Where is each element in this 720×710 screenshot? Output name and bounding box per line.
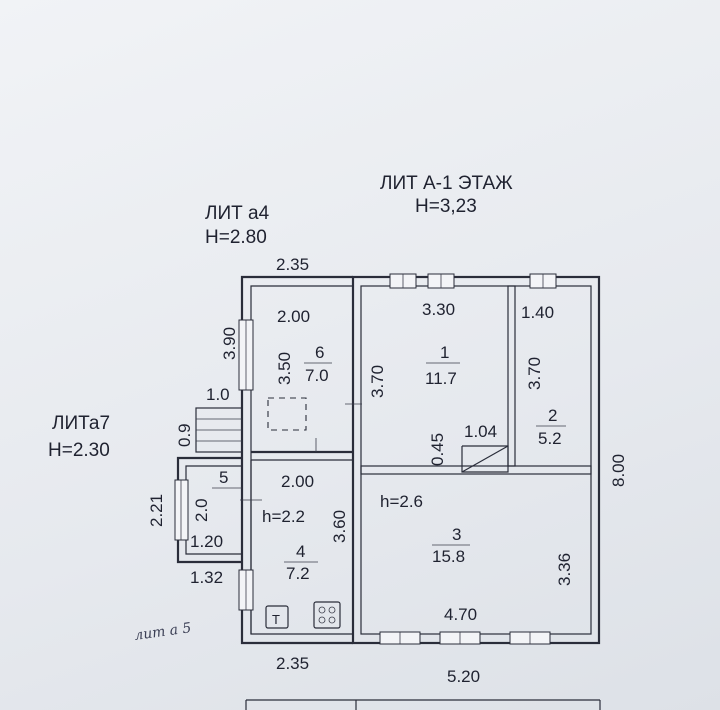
room-area: 11.7 [425, 369, 457, 388]
room3-ceiling-height: h=2.6 [380, 492, 423, 511]
room-1: 1 11.7 [425, 343, 460, 388]
dim-veranda-top: 2.35 [276, 255, 309, 274]
dim-veranda-side: 3.90 [220, 327, 239, 360]
lit-a-height: H=3,23 [415, 196, 477, 217]
dim-house-bottom: 5.20 [447, 667, 480, 686]
sink-icon: T [265, 605, 289, 629]
handwritten-note: лит а 5 [133, 620, 192, 644]
door-marks [240, 403, 362, 501]
interior-stair [461, 445, 509, 473]
room4-ceiling-height: h=2.2 [262, 507, 305, 526]
windows [174, 273, 557, 645]
room-2: 2 5.2 [536, 406, 566, 448]
room-area: 7.0 [305, 366, 329, 385]
dim-room1-height: 3.70 [368, 365, 387, 398]
lit-a7-height: H=2.30 [48, 440, 110, 461]
dim-veranda-bottom: 2.35 [276, 654, 309, 673]
table-fragment [245, 699, 601, 710]
room-number: 1 [440, 343, 449, 362]
room-3: 3 15.8 [432, 525, 470, 566]
room-area: 7.2 [286, 564, 310, 583]
dim-room5-height: 2.0 [192, 498, 211, 522]
dim-room5-width: 1.20 [190, 532, 223, 551]
dim-room2-height: 3.70 [525, 357, 544, 390]
dim-stair-width: 1.04 [464, 422, 497, 441]
room-number: 5 [219, 468, 228, 487]
stove-outline [267, 397, 307, 431]
dim-room4-height: 3.60 [330, 510, 349, 543]
lit-a4-height: H=2.80 [205, 227, 267, 248]
lit-a-title: ЛИТ А-1 ЭТАЖ [380, 173, 513, 194]
svg-text:T: T [272, 612, 280, 627]
dim-house-height: 8.00 [609, 454, 628, 487]
porch-steps [195, 407, 243, 453]
room-area: 15.8 [432, 547, 465, 566]
dim-room6-width: 2.00 [277, 307, 310, 326]
dim-room6-height: 3.50 [275, 352, 294, 385]
dim-room2-width: 1.40 [521, 303, 554, 322]
room-number: 6 [315, 343, 324, 362]
dim-room4-width: 2.00 [281, 472, 314, 491]
room-number: 4 [296, 542, 305, 561]
dim-stair-depth: 0.45 [428, 433, 447, 466]
dim-room1-width: 3.30 [422, 300, 455, 319]
room-area: 5.2 [538, 429, 562, 448]
dim-room3-width: 4.70 [444, 605, 477, 624]
stove-burners-icon [313, 601, 341, 629]
room-6: 6 7.0 [304, 343, 332, 385]
lit-a7-title: ЛИТа7 [52, 413, 110, 434]
lit-a4-title: ЛИТ а4 [205, 203, 270, 224]
room-number: 3 [452, 525, 461, 544]
room-4: 4 7.2 [284, 542, 318, 583]
dim-porch-width: 1.32 [190, 568, 223, 587]
dim-step-width: 1.0 [206, 385, 230, 404]
room-number: 2 [548, 406, 557, 425]
dim-porch-height: 2.21 [147, 494, 166, 527]
room-5: 5 [212, 468, 242, 489]
dim-step-depth: 0.9 [175, 423, 194, 447]
dim-room3-height: 3.36 [555, 553, 574, 586]
